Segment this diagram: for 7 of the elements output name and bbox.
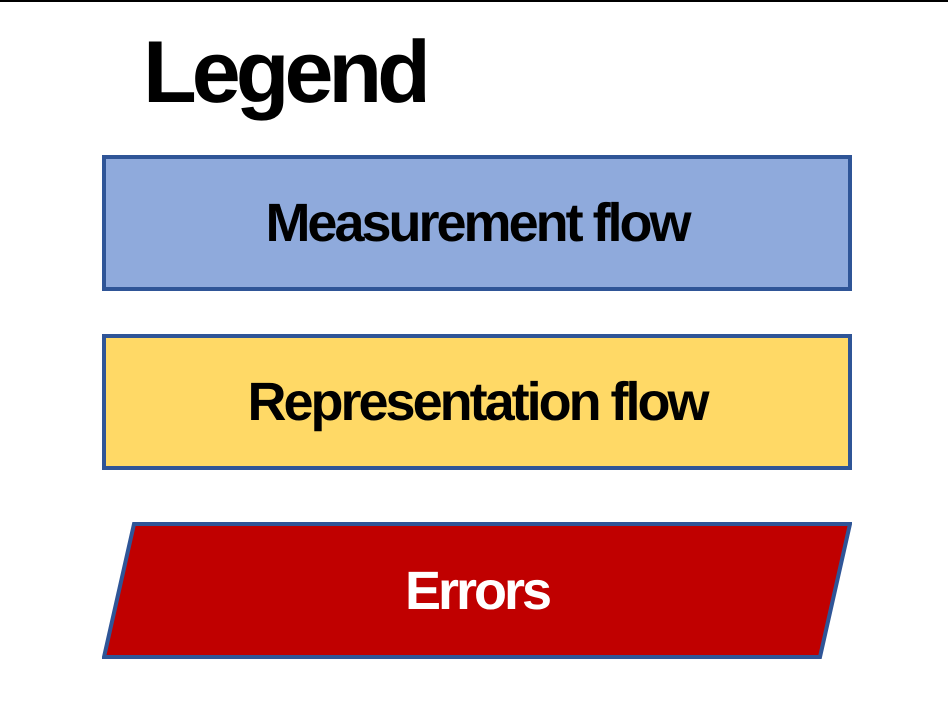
legend-parallelogram [102,522,852,659]
legend-title: Legend [143,22,426,122]
node-label: Measurement flow [265,192,689,254]
node-label: Representation flow [247,371,707,433]
legend-box [102,155,852,291]
legend-box [102,334,852,470]
node-label: Errors [404,560,550,622]
